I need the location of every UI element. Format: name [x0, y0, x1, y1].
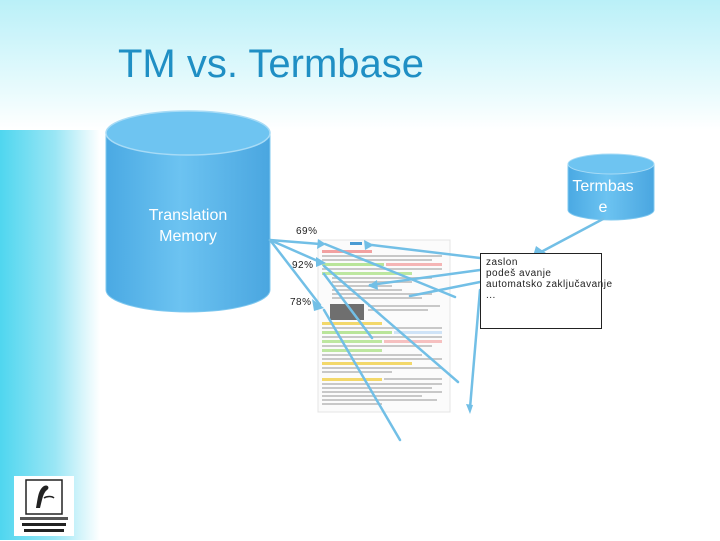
term-arrow-2 [368, 268, 482, 287]
document-thumbnail [317, 239, 451, 413]
termbase-arrow [539, 217, 605, 254]
tm-arrow-92 [268, 238, 322, 264]
term-item: ... [486, 290, 496, 301]
fan-line-2 [322, 264, 460, 384]
slide-title: TM vs. Termbase [118, 42, 424, 86]
tm-arrow-69 [268, 238, 322, 246]
arrow-heads [312, 239, 546, 414]
university-logo [14, 476, 74, 536]
termbase-label: Termbase [572, 178, 634, 216]
connector-lines [268, 217, 605, 442]
top-gradient-band [0, 0, 720, 130]
term-item: podeš avanje [486, 268, 552, 279]
match-percent-92: 92% [292, 260, 314, 271]
term-arrow-3 [408, 280, 482, 298]
translation-memory-cylinder [105, 110, 271, 313]
fan-line-3 [322, 272, 374, 340]
fan-line-1 [323, 242, 457, 299]
term-list-box: zaslon podeš avanje automatsko zaključav… [480, 253, 613, 329]
term-item: zaslon [486, 257, 518, 268]
match-percent-69: 69% [296, 226, 318, 237]
tm-arrow-78 [268, 238, 322, 307]
term-arrow-4 [468, 288, 482, 410]
term-item: automatsko zaključavanje [486, 279, 613, 290]
term-arrow-1 [370, 243, 482, 260]
fan-line-4 [322, 308, 402, 442]
match-percent-78: 78% [290, 297, 312, 308]
logo-emblem-icon [20, 479, 68, 532]
termbase-cylinder [567, 153, 655, 221]
translation-memory-label: Translation Memory [148, 207, 228, 245]
